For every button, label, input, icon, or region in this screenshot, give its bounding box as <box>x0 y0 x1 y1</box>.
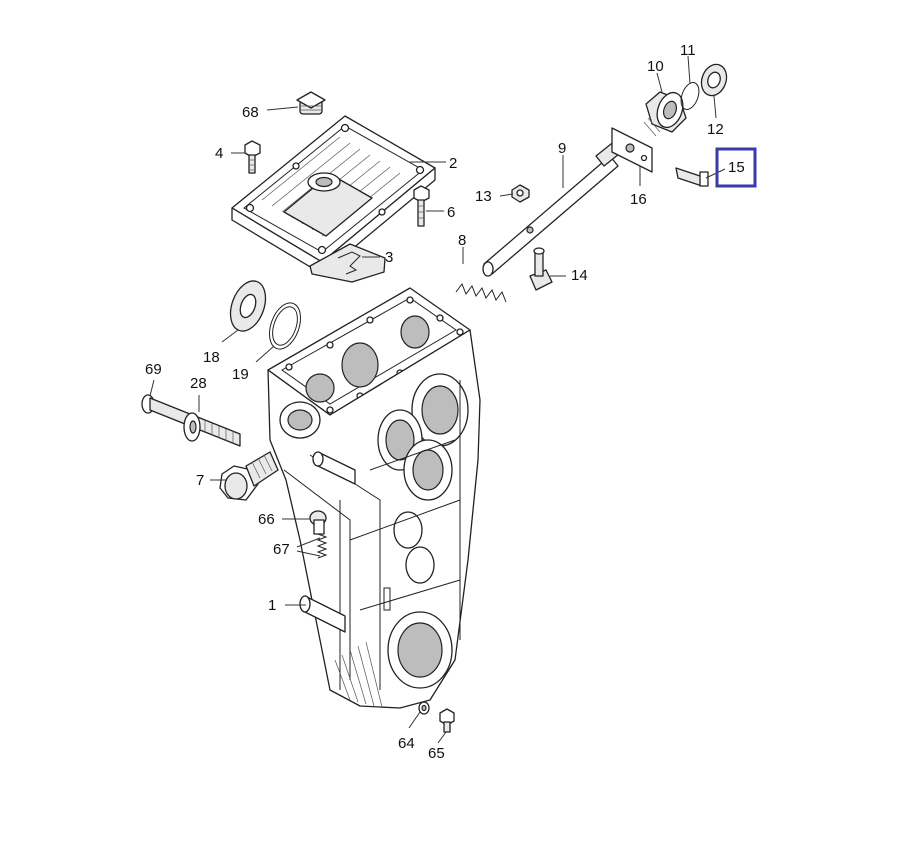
fitting-10 <box>643 91 687 137</box>
callout-9: 9 <box>558 140 566 157</box>
callout-19: 19 <box>232 366 249 383</box>
washer-18 <box>229 280 267 332</box>
drain-plug-7 <box>219 451 279 501</box>
callout-11: 11 <box>680 42 696 59</box>
bolt-4 <box>244 140 261 174</box>
circlip-19 <box>268 302 302 350</box>
bolt-6 <box>413 185 430 227</box>
callout-7: 7 <box>196 472 204 489</box>
spring-67 <box>316 533 328 559</box>
callout-66: 66 <box>258 511 275 528</box>
callout-6: 6 <box>447 204 455 221</box>
plug-68 <box>296 91 326 115</box>
callout-3: 3 <box>385 249 393 266</box>
spring-8 <box>455 282 507 303</box>
cover-plate <box>231 115 436 275</box>
callout-64: 64 <box>398 735 415 752</box>
callout-labels: 1 2 3 4 6 7 8 9 10 11 12 13 14 15 16 18 … <box>145 42 745 762</box>
bracket-3 <box>309 243 386 283</box>
callout-4: 4 <box>215 145 223 162</box>
screw-65 <box>439 708 455 733</box>
bracket-16 <box>611 127 653 173</box>
callout-65: 65 <box>428 745 445 762</box>
callout-8: 8 <box>458 232 466 249</box>
callout-67: 67 <box>273 541 290 558</box>
callout-69: 69 <box>145 361 162 378</box>
callout-15: 15 <box>728 159 745 176</box>
callout-10: 10 <box>647 58 664 75</box>
seal-12 <box>700 63 728 97</box>
callout-18: 18 <box>203 349 220 366</box>
gearbox-housing <box>267 287 481 709</box>
callout-68: 68 <box>242 104 259 121</box>
fitting-14 <box>529 247 553 291</box>
pin-66 <box>309 510 327 535</box>
callout-2: 2 <box>449 155 457 172</box>
callout-14: 14 <box>571 267 588 284</box>
shift-rod-9 <box>482 139 625 277</box>
callout-12: 12 <box>707 121 724 138</box>
callout-16: 16 <box>630 191 647 208</box>
callout-13: 13 <box>475 188 492 205</box>
o-ring-11 <box>680 82 700 110</box>
leader-lines <box>149 55 726 744</box>
callout-15-highlight <box>715 147 757 188</box>
washer-28 <box>183 412 201 442</box>
washer-64 <box>418 701 430 715</box>
callout-28: 28 <box>190 375 207 392</box>
nut-13 <box>511 184 530 203</box>
switch-15 <box>675 167 709 187</box>
callout-1: 1 <box>268 597 276 614</box>
